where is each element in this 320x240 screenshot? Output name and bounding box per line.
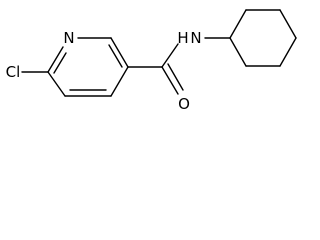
atom-label-chlorine: Cl: [6, 63, 21, 81]
bond-carbonyl-o: [161, 66, 179, 95]
bond-c2-c3-inner: [108, 44, 123, 68]
bond-carbonyl-o-second: [167, 63, 184, 91]
atom-label-ring-nitrogen: N: [63, 29, 74, 47]
atom-label-amide-hydrogen: H: [177, 29, 188, 47]
bond-carbonyl-n: [161, 43, 179, 68]
bond-cy-4-5: [279, 37, 297, 67]
atom-label-amide-nitrogen: N: [190, 29, 201, 47]
atom-label-carbonyl-oxygen: O: [178, 95, 190, 113]
bond-cy-1-2: [229, 9, 247, 39]
bond-cy-3-4: [279, 9, 297, 39]
bond-c5-c6: [47, 71, 66, 97]
bond-c6-n1: [47, 46, 64, 73]
bond-c2-c3: [110, 37, 129, 68]
bond-cy-6-1: [229, 37, 247, 67]
bond-c6-n1-inner: [53, 52, 67, 74]
chemical-structure-diagram: Cl N N H O: [6, 9, 297, 113]
bond-c3-c4: [110, 66, 129, 97]
